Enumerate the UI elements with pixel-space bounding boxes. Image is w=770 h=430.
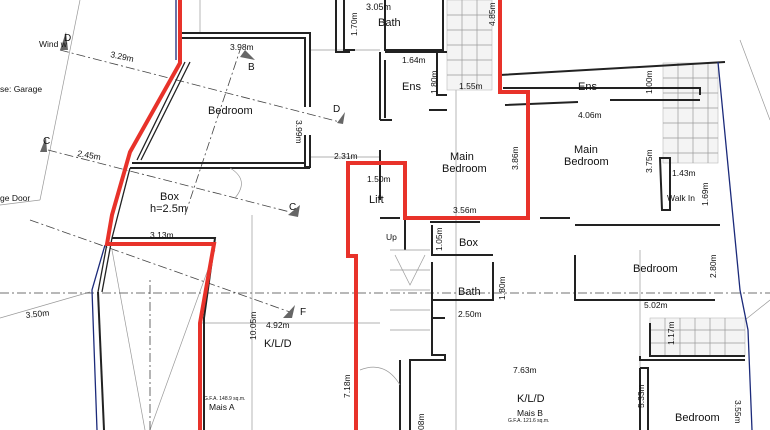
label-gfa-a: G.F.A. 148.9 sq.m.: [204, 396, 245, 402]
room-label-ensuite: Ens: [578, 81, 597, 93]
dimension-label: 7.63m: [513, 365, 537, 375]
dimension-label: 1.05m: [434, 227, 444, 251]
dimension-label: 10.05m: [248, 312, 258, 340]
room-label-kld: K/L/D: [264, 338, 292, 350]
dimension-label: 3.55m: [733, 400, 743, 424]
dimension-label: 1.80m: [429, 70, 439, 94]
room-labels: Bath Bedroom se: Garage ge Door Wind w B…: [0, 17, 720, 424]
section-mark-d: D: [64, 33, 71, 44]
room-label-kld: K/L/D: [517, 393, 545, 405]
dimension-label: 1.69m: [700, 182, 710, 206]
room-label-bedroom: Bedroom: [208, 105, 253, 117]
section-markers: D B D C C F: [40, 32, 345, 318]
dimension-label: 08m: [416, 413, 426, 430]
section-marker-icon: [283, 305, 295, 318]
dimension-label: 3.50m: [25, 308, 50, 320]
room-label-garage: se: Garage: [0, 84, 42, 94]
room-label-ensuite: Ens: [402, 81, 421, 93]
label-mais-a: Mais A: [209, 402, 235, 412]
room-label-bath: Bath: [378, 17, 401, 29]
room-label-main-bedroom: Bedroom: [564, 156, 609, 168]
room-label-bath: Bath: [458, 286, 481, 298]
dimension-label: 1.70m: [349, 12, 359, 36]
dimension-label: 1.50m: [367, 174, 391, 184]
section-mark-c: C: [43, 136, 50, 147]
label-gfa-b: G.F.A. 121.6 sq.m.: [508, 418, 549, 424]
section-marker-icon: [60, 32, 68, 50]
room-label-walk-in: Walk In: [667, 193, 695, 203]
dimension-label: 7.18m: [342, 374, 352, 398]
dimension-label: 5.02m: [644, 300, 668, 310]
section-marker-icon: [240, 50, 255, 60]
room-label-bedroom: Bedroom: [675, 412, 720, 424]
dimension-label: 3.99m: [294, 120, 304, 144]
tiled-terraces: [446, 0, 746, 357]
dimension-label: 2.45m: [77, 148, 102, 162]
staircase: [229, 167, 430, 386]
label-stair-up: Up: [386, 232, 397, 242]
dimension-label: 2.80m: [708, 254, 718, 278]
dimension-label: 3.75m: [644, 149, 654, 173]
room-label-main-bedroom: Main: [574, 144, 598, 156]
dimension-labels: 3.05m 1.70m 4.85m 3.29m 3.98m 3.99m 2.45…: [25, 2, 743, 430]
dimension-label: 3.56m: [453, 205, 477, 215]
dimension-label: 4.85m: [487, 2, 497, 26]
dimension-label: 3.05m: [366, 2, 391, 12]
dimension-label: 3.86m: [510, 146, 520, 170]
dimension-label: 3.29m: [110, 49, 135, 64]
dimension-label: 1.43m: [672, 168, 696, 178]
section-marker-icon: [288, 205, 300, 217]
room-label-box-height: h=2.5m: [150, 203, 187, 215]
dimension-label: 3.98m: [230, 42, 254, 52]
dimension-label: 1.80m: [497, 276, 507, 300]
room-label-main-bedroom: Main: [450, 151, 474, 163]
dimension-label: 4.92m: [266, 320, 290, 330]
room-label-box: Box: [160, 191, 179, 203]
dimension-label: 5.33m: [636, 384, 646, 408]
dimension-label: 1.00m: [644, 70, 654, 94]
dimension-label: 1.17m: [666, 321, 676, 345]
dimension-label: 1.64m: [402, 55, 426, 65]
section-marker-icon: [40, 137, 47, 152]
section-mark-b: B: [248, 62, 255, 73]
section-mark-d: D: [333, 104, 340, 115]
room-label-box: Box: [459, 237, 478, 249]
dimension-label: 2.31m: [334, 151, 358, 161]
section-mark-c: C: [289, 202, 296, 213]
dimension-label: 4.06m: [578, 110, 602, 120]
dimension-label: 2.50m: [458, 309, 482, 319]
red-boundary: [104, 0, 530, 430]
room-label-bedroom: Bedroom: [633, 263, 678, 275]
site-boundary: [91, 0, 753, 430]
section-marker-icon: [337, 112, 345, 124]
room-label-main-bedroom: Bedroom: [442, 163, 487, 175]
dimension-label: 1.55m: [459, 81, 483, 91]
room-label-lift: Lift: [369, 194, 384, 206]
section-mark-f: F: [300, 307, 306, 318]
label-window: Wind w: [39, 39, 68, 49]
label-garage-door: ge Door: [0, 193, 30, 203]
dimension-label: 3.13m: [150, 230, 174, 240]
label-mais-b: Mais B: [517, 408, 543, 418]
